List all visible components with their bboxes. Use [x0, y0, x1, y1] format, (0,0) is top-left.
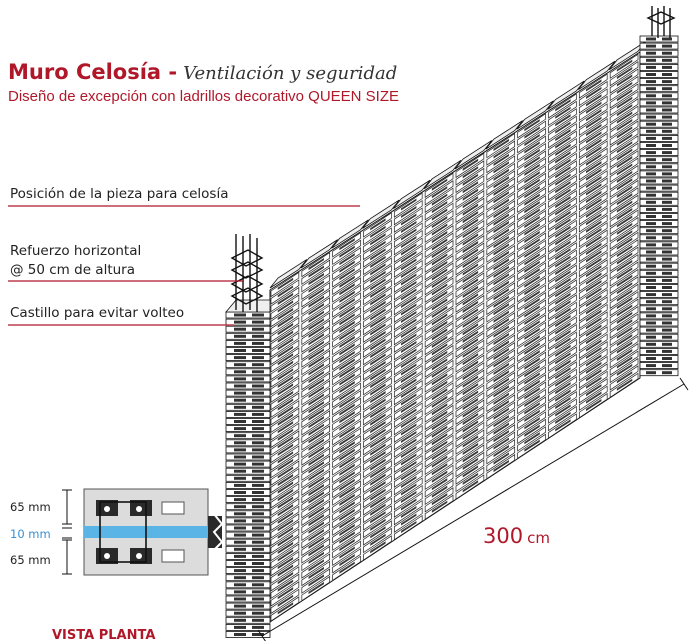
castillo-columns: [225, 35, 679, 638]
title-script: Ventilación y seguridad: [183, 63, 398, 84]
callout-castillo: Castillo para evitar volteo: [10, 305, 185, 321]
dim-bottom: 65 mm: [10, 553, 51, 567]
break-line-icon: [212, 513, 224, 551]
callout-reinforcement-line2: @ 50 cm de altura: [10, 262, 135, 278]
dim-middle: 10 mm: [10, 527, 51, 541]
length-dimension-line: [257, 377, 689, 641]
rebar-cage-right-icon: [646, 6, 676, 38]
page-title: Muro Celosía -Ventilación y seguridad: [8, 60, 398, 84]
callout-reinforcement-line1: Refuerzo horizontal: [10, 243, 142, 259]
rebar-cage-icon: [230, 234, 264, 312]
wall-top-caps: [269, 40, 647, 289]
wall-face: [269, 51, 641, 623]
page-subtitle: Diseño de excepción con ladrillos decora…: [8, 88, 400, 105]
plan-section-icon: [62, 488, 224, 576]
plan-view-title: VISTA PLANTA: [52, 628, 156, 641]
callout-piece-position: Posición de la pieza para celosía: [10, 186, 229, 202]
dim-top: 65 mm: [10, 500, 51, 514]
